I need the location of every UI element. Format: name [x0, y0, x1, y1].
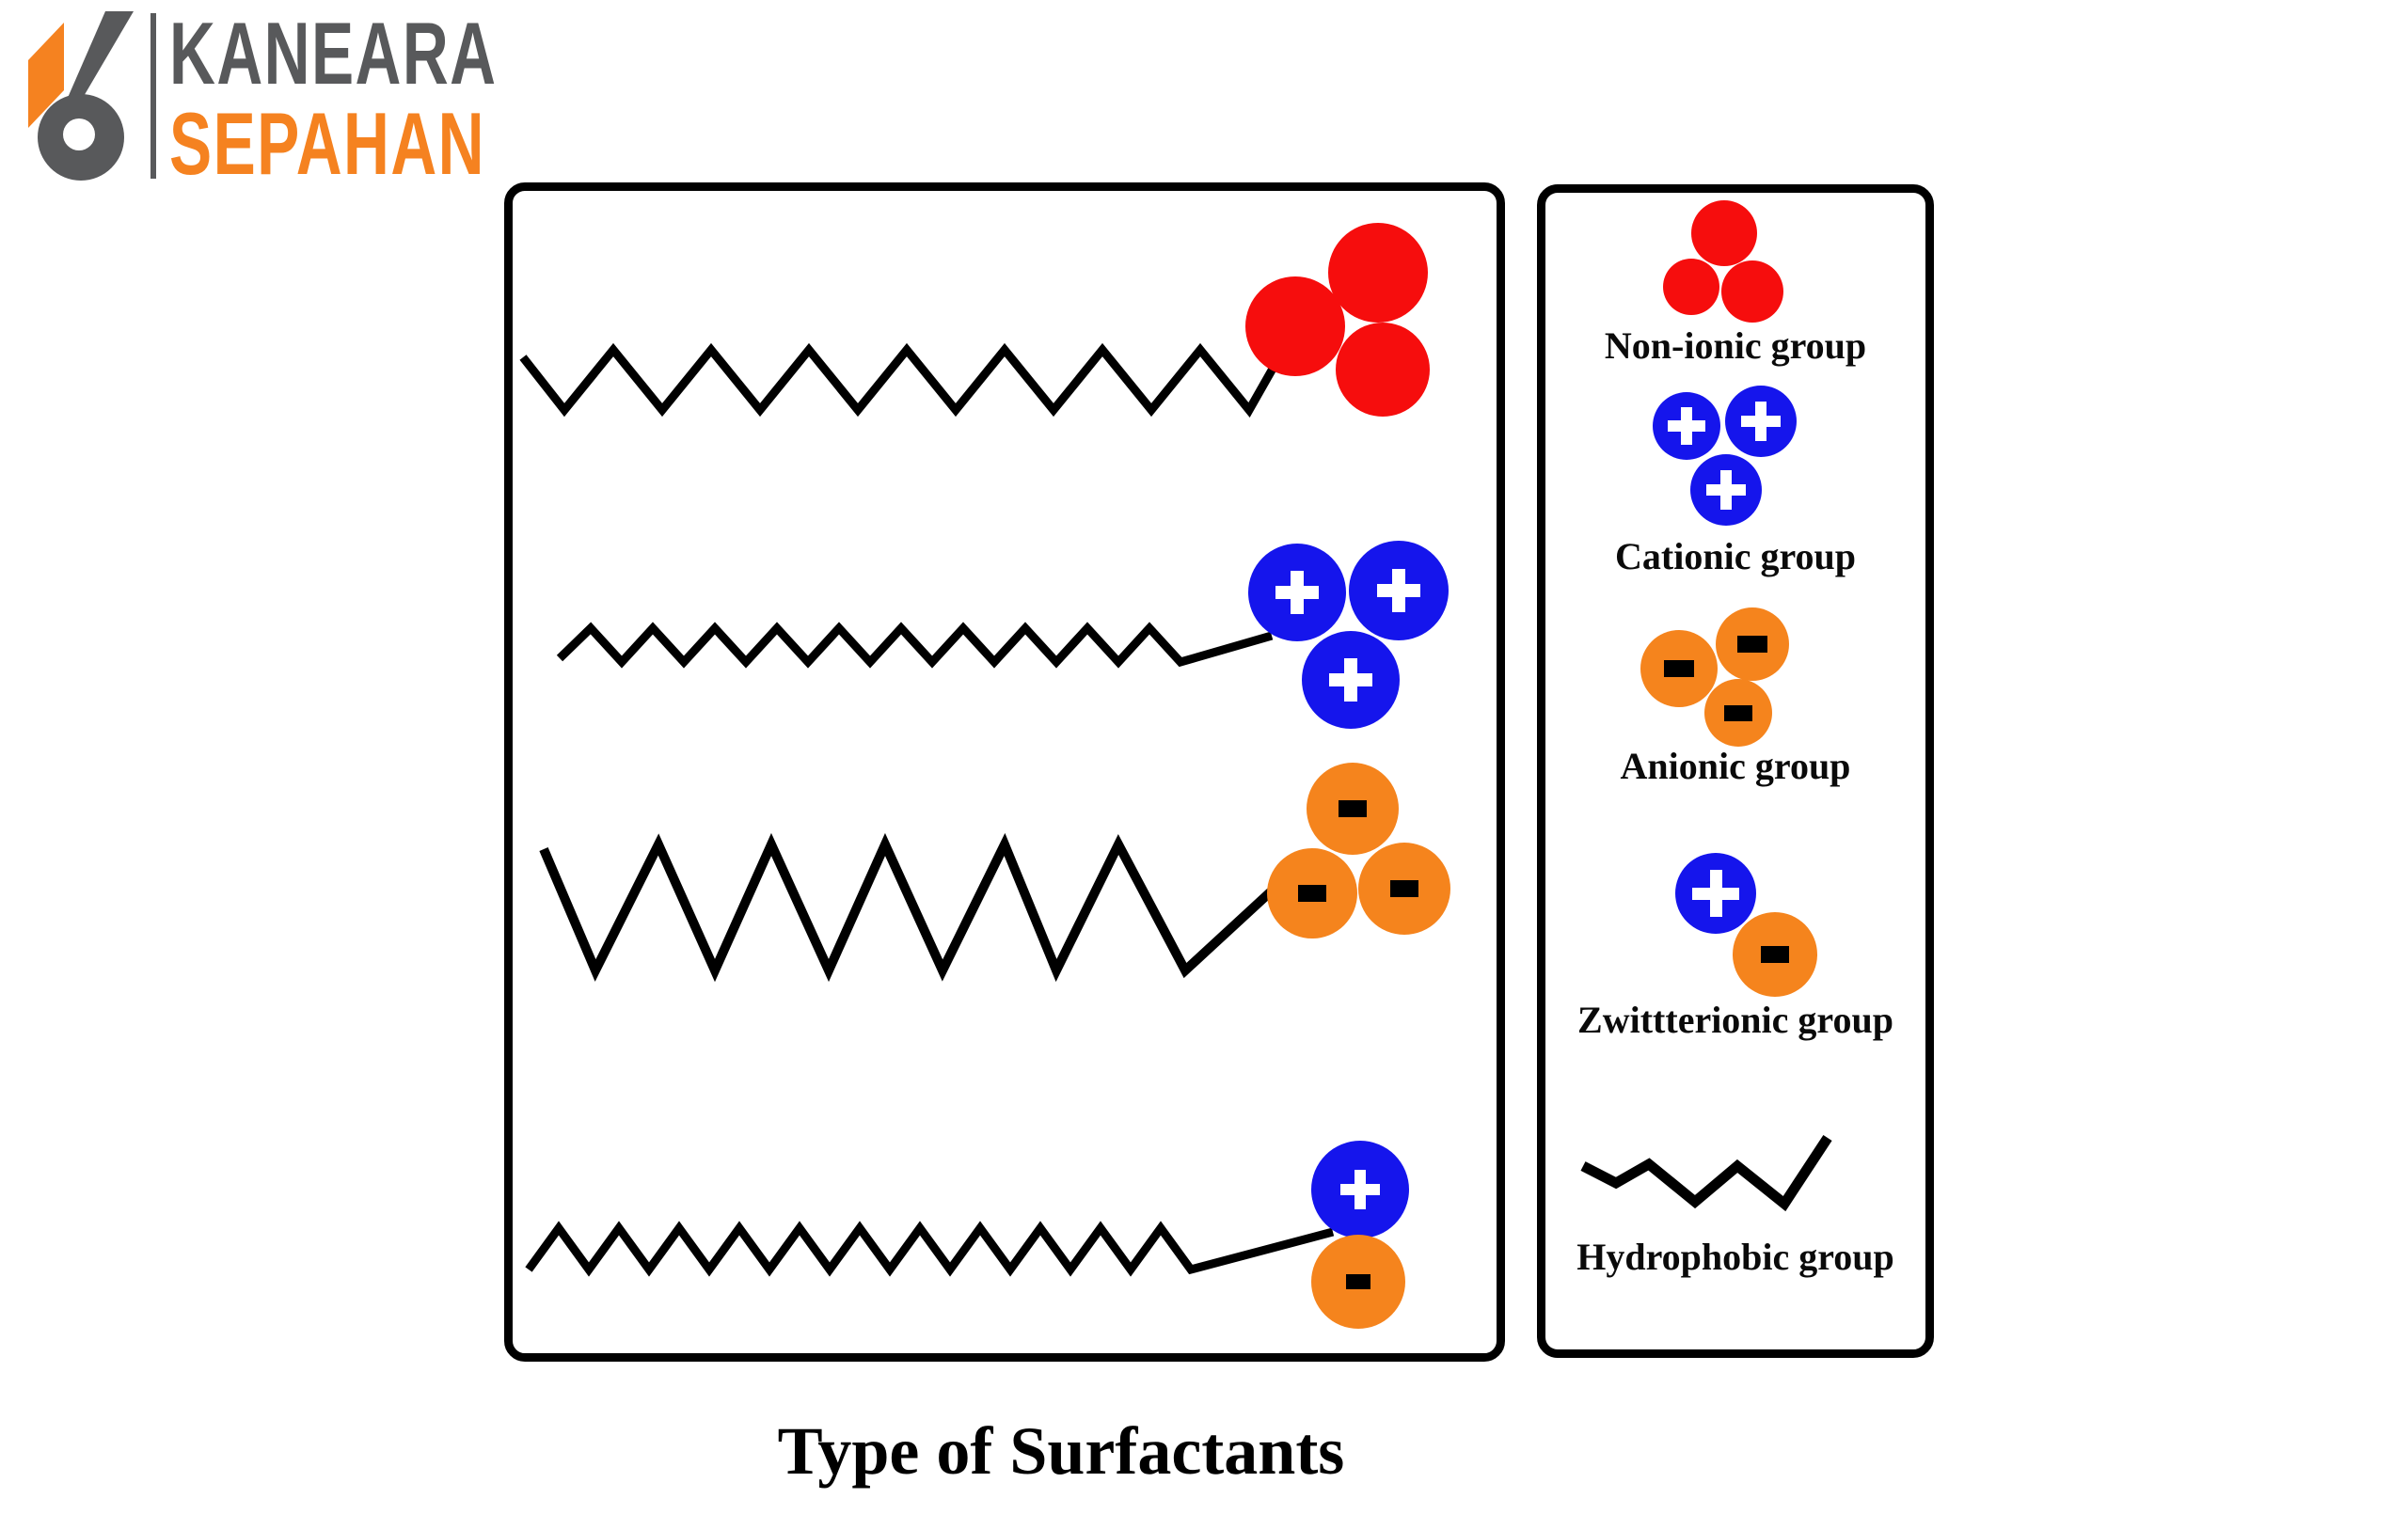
hydrophobic-tail-zigzag: [525, 1221, 1335, 1277]
legend-panel: Non-ionic group Cationic group Anionic g…: [1537, 184, 1934, 1358]
minus-icon: [1346, 1274, 1370, 1289]
hydrophobic-tail-zigzag: [539, 832, 1285, 983]
surfactant-types-panel: [504, 182, 1505, 1362]
legend-label-anionic: Anionic group: [1620, 745, 1851, 787]
legend-cationic-icon: [1653, 386, 1797, 526]
logo-orange-shape: [28, 23, 64, 128]
minus-icon: [1298, 800, 1418, 902]
legend-nonionic-icon: [1663, 200, 1783, 323]
legend-label-hydrophobic: Hydrophobic group: [1576, 1236, 1894, 1278]
logo-mark-icon: [28, 11, 134, 181]
nonionic-bead: [1328, 223, 1428, 323]
nonionic-bead: [1336, 323, 1430, 417]
minus-icon: [1761, 946, 1789, 963]
legend-label-zwitterionic: Zwittterionic group: [1577, 999, 1893, 1041]
legend-zwitterionic-icon: [1675, 853, 1817, 997]
legend-hydrophobic-zigzag-icon: [1580, 1134, 1832, 1212]
logo-ring-hole: [63, 118, 95, 150]
plus-icon: [1340, 1170, 1380, 1209]
legend-label-nonionic: Non-ionic group: [1604, 324, 1867, 367]
diagram-title: Type of Surfactants: [777, 1413, 1345, 1489]
hydrophobic-tail-zigzag: [556, 622, 1274, 669]
plus-icon: [1275, 569, 1420, 702]
logo-divider: [150, 13, 156, 179]
minus-icon: [1664, 636, 1767, 721]
nonionic-bead: [1245, 276, 1345, 376]
surfactant-row-nonionic: [519, 223, 1430, 418]
surfactant-row-anionic: [539, 763, 1450, 983]
surfactant-diagram: [519, 223, 1450, 1329]
legend-anionic-icon: [1640, 607, 1789, 747]
logo-brand-line1: KANEARA: [169, 4, 498, 103]
kaneara-sepahan-logo: KANEARA SEPAHAN: [26, 9, 497, 188]
hydrophobic-tail-zigzag: [519, 324, 1300, 418]
surfactant-row-zwitterionic: [525, 1141, 1409, 1329]
plus-icon: [1692, 870, 1739, 917]
surfactant-row-cationic: [556, 541, 1449, 729]
logo-brand-line2: SEPAHAN: [169, 94, 485, 193]
legend-label-cationic: Cationic group: [1615, 535, 1856, 577]
plus-icon: [1668, 402, 1781, 510]
legend-graphics: [1580, 200, 1832, 1212]
